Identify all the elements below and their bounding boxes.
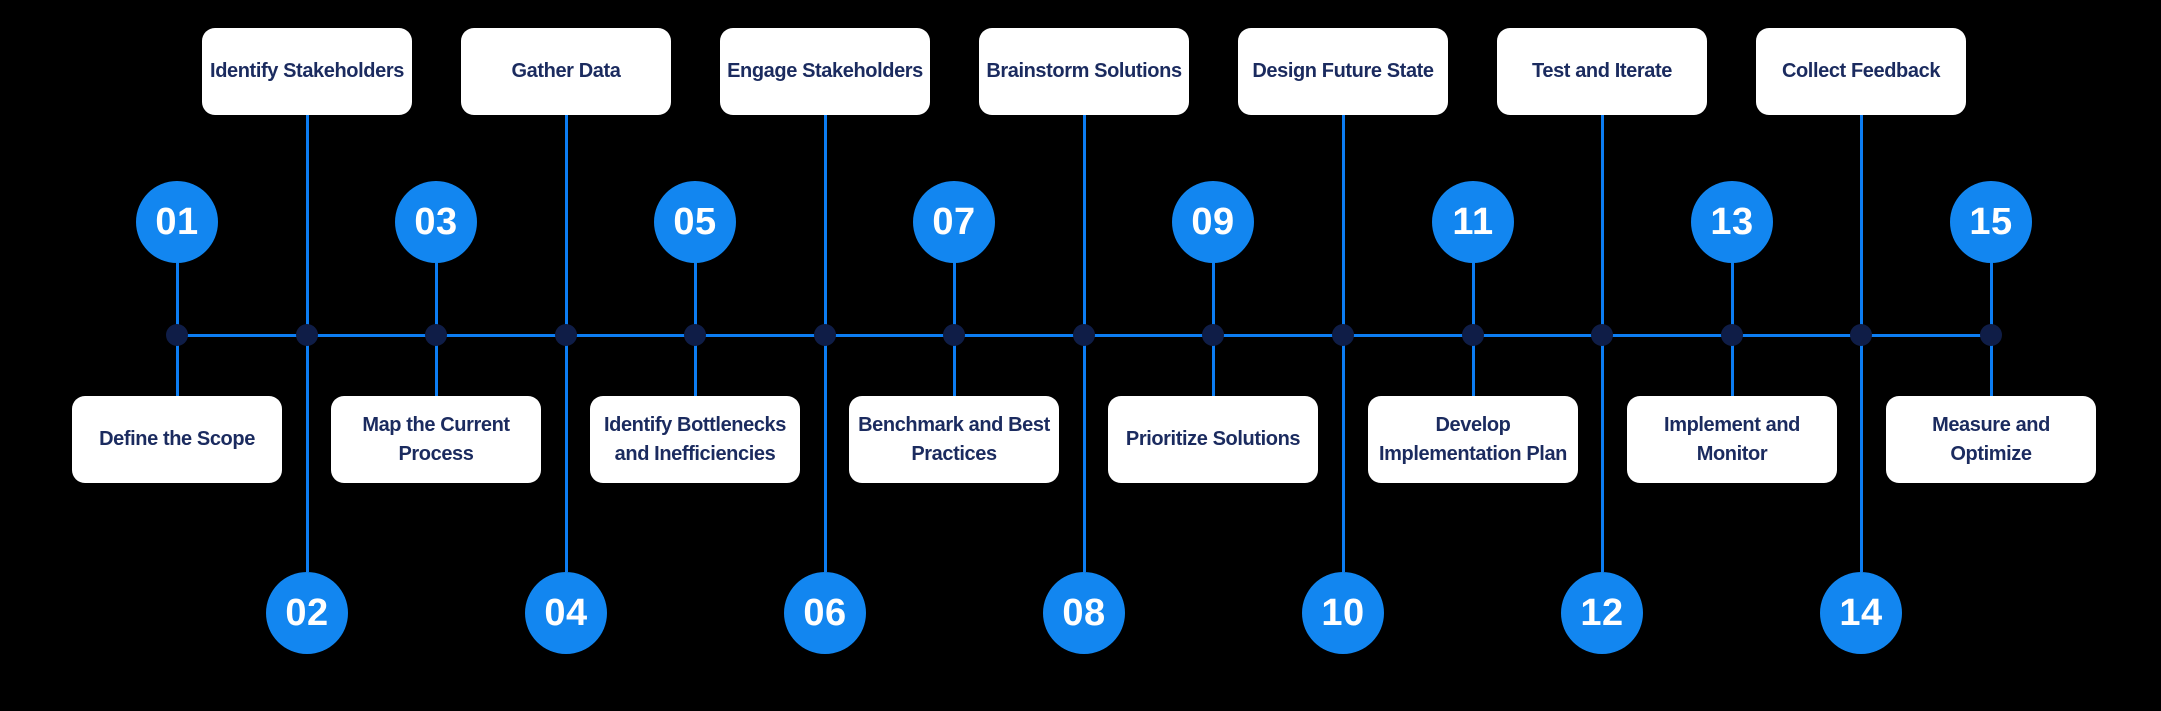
step-number: 02 — [285, 591, 329, 634]
step-label-box: Implement and Monitor — [1627, 396, 1837, 483]
step-number: 13 — [1710, 200, 1754, 243]
step-label-box: Develop Implementation Plan — [1368, 396, 1578, 483]
step-label: Collect Feedback — [1781, 60, 1941, 82]
step-number: 11 — [1452, 200, 1494, 243]
step-label: Design Future State — [1252, 60, 1434, 82]
timeline-node-dot — [814, 324, 836, 346]
step-label: Measure and Optimize — [1932, 413, 2050, 465]
step-number-circle: 08 — [1043, 572, 1125, 654]
step-label-box: Engage Stakeholders — [720, 28, 930, 115]
step-label-box: Define the Scope — [72, 396, 282, 483]
step-label-box: Identify Stakeholders — [202, 28, 412, 115]
step-label: Brainstorm Solutions — [986, 60, 1182, 82]
step-number: 05 — [673, 200, 717, 243]
step-number-circle: 06 — [784, 572, 866, 654]
step-number-circle: 03 — [395, 181, 477, 263]
timeline-node-dot — [1332, 324, 1354, 346]
step-label: Map the Current Process — [362, 413, 510, 465]
step-label: Develop Implementation Plan — [1379, 413, 1567, 465]
timeline-node-dot — [296, 324, 318, 346]
step-number: 06 — [803, 591, 847, 634]
timeline-node-dot — [1980, 324, 2002, 346]
step-number-circle: 01 — [136, 181, 218, 263]
step-number-circle: 15 — [1950, 181, 2032, 263]
step-label: Engage Stakeholders — [727, 60, 923, 82]
timeline-node-dot — [1721, 324, 1743, 346]
step-label: Test and Iterate — [1532, 60, 1672, 82]
step-number-circle: 12 — [1561, 572, 1643, 654]
step-number: 07 — [932, 200, 976, 243]
step-label-box: Gather Data — [461, 28, 671, 115]
step-label-box: Collect Feedback — [1756, 28, 1966, 115]
step-number: 01 — [155, 200, 199, 243]
timeline-node-dot — [1591, 324, 1613, 346]
step-label-box: Map the Current Process — [331, 396, 541, 483]
step-number: 12 — [1580, 591, 1624, 634]
timeline-node-dot — [1850, 324, 1872, 346]
step-number-circle: 14 — [1820, 572, 1902, 654]
step-label-box: Identify Bottlenecks and Inefficiencies — [590, 396, 800, 483]
step-label-box: Prioritize Solutions — [1108, 396, 1318, 483]
step-number: 09 — [1191, 200, 1235, 243]
step-label: Define the Scope — [99, 428, 255, 450]
step-label-box: Design Future State — [1238, 28, 1448, 115]
step-label: Prioritize Solutions — [1125, 428, 1301, 450]
timeline-node-dot — [166, 324, 188, 346]
step-number-circle: 07 — [913, 181, 995, 263]
step-number: 04 — [544, 591, 588, 634]
step-label: Gather Data — [511, 60, 621, 82]
step-label: Implement and Monitor — [1664, 413, 1800, 465]
timeline-node-dot — [943, 324, 965, 346]
step-number: 14 — [1839, 591, 1883, 634]
step-number: 15 — [1969, 200, 2013, 243]
step-number-circle: 11 — [1432, 181, 1514, 263]
timeline-node-dot — [1462, 324, 1484, 346]
timeline-node-dot — [425, 324, 447, 346]
timeline-node-dot — [1202, 324, 1224, 346]
step-label: Benchmark and Best Practices — [858, 413, 1050, 465]
step-label-box: Brainstorm Solutions — [979, 28, 1189, 115]
step-number: 08 — [1062, 591, 1106, 634]
step-number-circle: 04 — [525, 572, 607, 654]
step-label: Identify Stakeholders — [210, 60, 404, 82]
step-number-circle: 02 — [266, 572, 348, 654]
step-label-box: Benchmark and Best Practices — [849, 396, 1059, 483]
step-label-box: Test and Iterate — [1497, 28, 1707, 115]
step-number: 10 — [1321, 591, 1365, 634]
timeline-node-dot — [684, 324, 706, 346]
step-number-circle: 09 — [1172, 181, 1254, 263]
step-number-circle: 13 — [1691, 181, 1773, 263]
timeline-node-dot — [555, 324, 577, 346]
step-label: Identify Bottlenecks and Inefficiencies — [603, 413, 787, 465]
step-number-circle: 10 — [1302, 572, 1384, 654]
step-number: 03 — [414, 200, 458, 243]
step-label-box: Measure and Optimize — [1886, 396, 2096, 483]
step-number-circle: 05 — [654, 181, 736, 263]
timeline-node-dot — [1073, 324, 1095, 346]
